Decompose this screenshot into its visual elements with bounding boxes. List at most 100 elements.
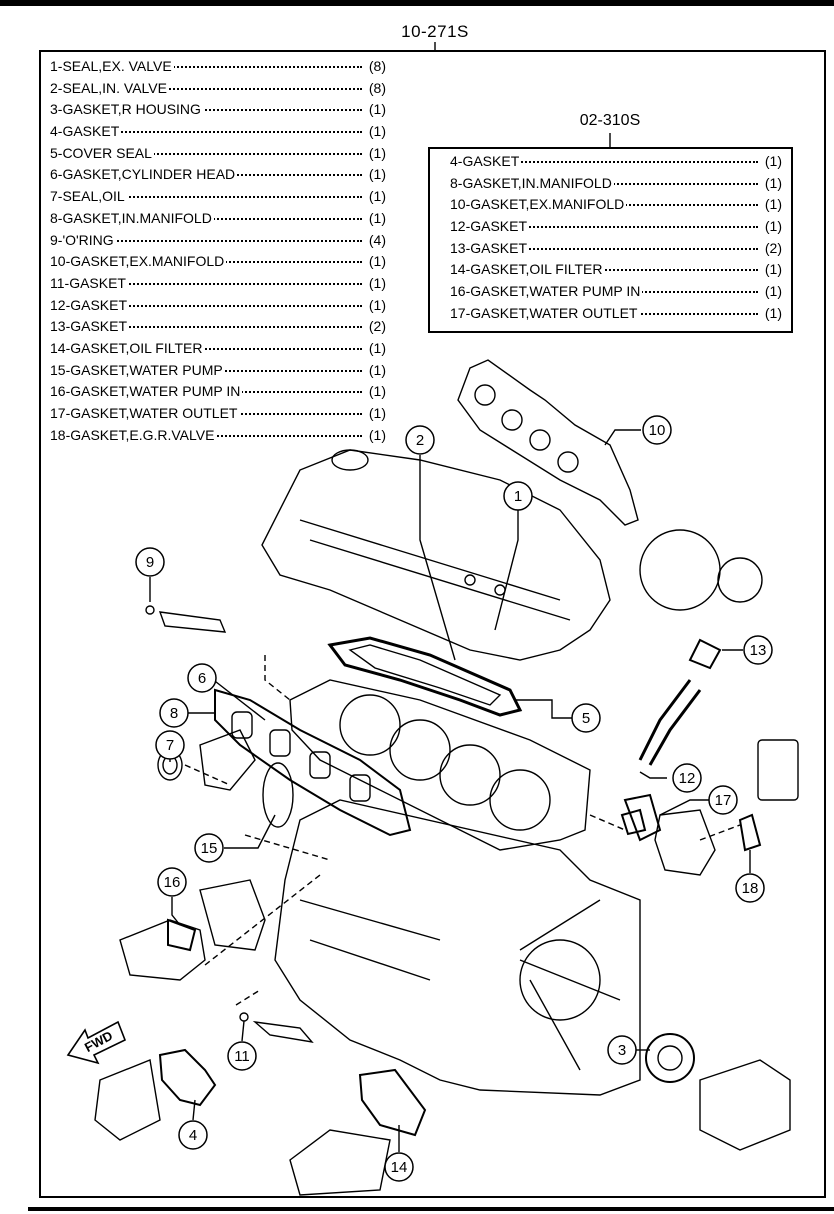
callout-circle	[384, 1152, 414, 1182]
callout-number: 7	[166, 737, 174, 754]
callout-number: 5	[582, 710, 590, 727]
callout-circle	[642, 415, 672, 445]
water-pump-inlet	[119, 879, 266, 981]
callout-number: 13	[750, 642, 767, 659]
callout-circle	[503, 481, 533, 511]
part-label: 14-GASKET,OIL FILTER	[450, 261, 605, 278]
part-label: 18-GASKET,E.G.R.VALVE	[50, 426, 217, 443]
parts-list-item: 2-SEAL,IN. VALVE(8)	[50, 79, 386, 102]
callout-circle	[607, 1035, 637, 1065]
part-label: 6-GASKET,CYLINDER HEAD	[50, 166, 238, 183]
part-quantity: (8)	[366, 58, 386, 74]
part-label: 12-GASKET	[450, 218, 530, 235]
cylinder-head-gasket	[289, 679, 591, 851]
part-quantity: (1)	[366, 405, 386, 421]
small-gasket-11	[239, 1012, 314, 1044]
parts-list-item: 13-GASKET (2)	[50, 318, 386, 340]
callout-12: 12	[672, 763, 702, 793]
part-label: 4-GASKET	[450, 153, 522, 169]
part-label: 13-GASKET	[50, 318, 130, 335]
callout-circle	[743, 635, 773, 665]
callout-4: 4	[178, 1120, 208, 1150]
part-quantity: (1)	[762, 218, 782, 235]
parts-list-item: 5-COVER SEAL (1)	[50, 144, 386, 167]
exhaust-manifold-gasket	[457, 359, 639, 526]
part-quantity: (1)	[762, 304, 782, 321]
leader-dots	[450, 247, 758, 250]
part-quantity: (1)	[366, 339, 386, 356]
callout-2: 2	[405, 425, 435, 455]
callout-circle	[708, 785, 738, 815]
leader-dots	[50, 109, 362, 112]
parts-list-item: 13-GASKET(2)	[450, 239, 782, 262]
callout-circle	[227, 1041, 257, 1071]
callout-circle	[194, 833, 224, 863]
callout-number: 4	[189, 1127, 197, 1144]
leader-dots	[50, 326, 362, 329]
part-label: 9-'O'RING	[50, 231, 116, 248]
part-quantity: (1)	[366, 383, 386, 400]
parts-list-item: 12-GASKET(1)	[50, 296, 386, 319]
forward-label: FWD	[82, 1028, 115, 1055]
part-label: 14-GASKET,OIL FILTER	[50, 339, 205, 356]
parts-list-item: 8-GASKET,IN.MANIFOLD(1)	[450, 174, 782, 197]
callout-circle	[157, 867, 187, 897]
part-quantity: (1)	[366, 426, 386, 443]
part-label: 16-GASKET,WATER PUMP IN	[450, 283, 643, 300]
callout-16: 16	[157, 867, 187, 897]
callout-number: 18	[742, 880, 759, 897]
leader-dots	[50, 87, 362, 90]
part-quantity: (1)	[366, 296, 386, 313]
part-quantity: (1)	[762, 261, 782, 278]
part-label: 8-GASKET,IN.MANIFOLD	[50, 209, 214, 226]
parts-list-item: 9-'O'RING (4)	[50, 231, 386, 254]
callout-number: 2	[416, 432, 424, 449]
part-label: 10-GASKET,EX.MANIFOLD	[450, 196, 627, 213]
part-label: 4-GASKET	[50, 123, 122, 140]
diagram-frame	[39, 50, 826, 1198]
callout-circle	[571, 703, 601, 733]
bottom-rule	[28, 1207, 834, 1211]
front-cover-gasket	[94, 1048, 217, 1141]
parts-list-item: 10-GASKET,EX.MANIFOLD(1)	[50, 253, 386, 275]
part-quantity: (1)	[366, 123, 386, 140]
part-quantity: (2)	[366, 318, 386, 335]
part-label: 5-COVER SEAL	[50, 144, 154, 161]
part-label: 15-GASKET,WATER PUMP	[50, 361, 225, 378]
callout-6: 6	[187, 663, 217, 693]
part-quantity: (1)	[366, 101, 386, 118]
water-pump-gasket	[199, 729, 294, 828]
callout-9: 9	[135, 547, 165, 577]
parts-list-item: 14-GASKET,OIL FILTER (1)	[450, 261, 782, 283]
parts-list-item: 16-GASKET,WATER PUMP IN(1)	[50, 383, 386, 405]
part-label: 10-GASKET,EX.MANIFOLD	[50, 253, 227, 270]
parts-list-item: 12-GASKET (1)	[450, 218, 782, 240]
callout-5: 5	[571, 703, 601, 733]
parts-list-item: 14-GASKET,OIL FILTER (1)	[50, 339, 386, 362]
parts-list-item: 7-SEAL,OIL(1)	[50, 188, 386, 210]
valve-cover	[261, 449, 611, 661]
leader-dots	[50, 152, 362, 155]
engine-block	[274, 799, 641, 1096]
part-quantity: (8)	[366, 79, 386, 96]
main-parts-list: 1-SEAL,EX. VALVE(8)2-SEAL,IN. VALVE(8)3-…	[50, 58, 386, 448]
parts-list-item: 17-GASKET,WATER OUTLET(1)	[50, 405, 386, 427]
part-quantity: (1)	[762, 153, 782, 169]
callout-circle	[187, 663, 217, 693]
part-quantity: (1)	[366, 144, 386, 161]
parts-list-item: 11-GASKET(1)	[50, 274, 386, 297]
part-label: 17-GASKET,WATER OUTLET	[450, 304, 640, 321]
leader-dots	[50, 282, 362, 285]
callout-17: 17	[708, 785, 738, 815]
forward-arrow-icon	[66, 1020, 127, 1065]
parts-list-item: 3-GASKET,R HOUSING(1)	[50, 101, 386, 123]
part-quantity: (2)	[762, 239, 782, 256]
leader-dots	[50, 347, 362, 350]
parts-list-item: 4-GASKET (1)	[50, 123, 386, 145]
callout-1: 1	[503, 481, 533, 511]
part-quantity: (4)	[366, 231, 386, 248]
callout-circle	[178, 1120, 208, 1150]
rear-housing-gasket	[645, 1033, 791, 1151]
sub-parts-list: 4-GASKET (1) 8-GASKET,IN.MANIFOLD(1)10-GAS…	[450, 153, 782, 327]
